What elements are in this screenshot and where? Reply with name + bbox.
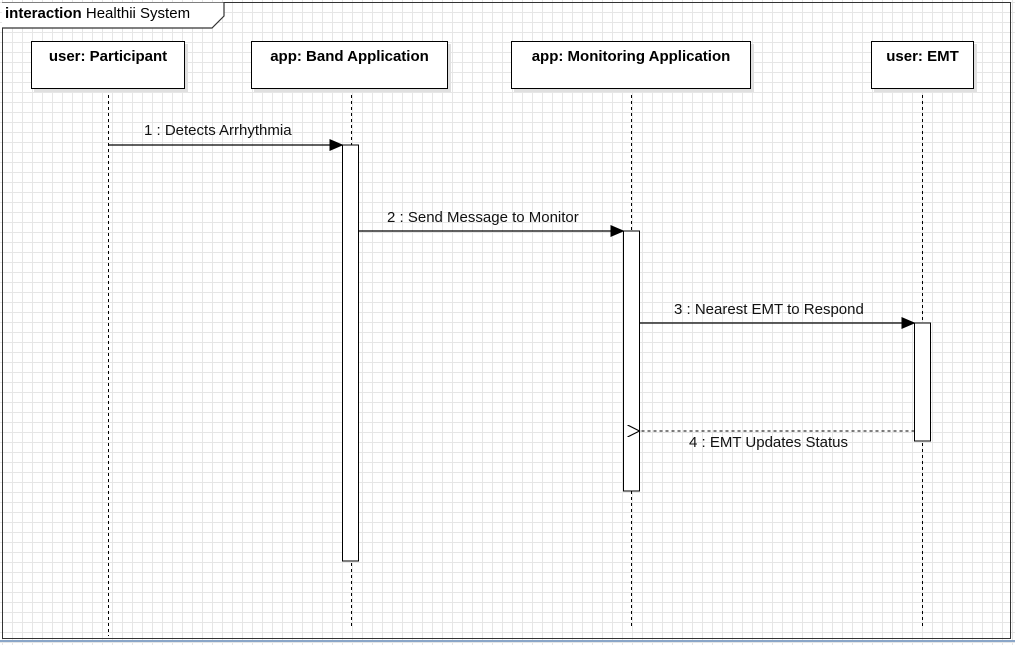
participant-label: user: EMT: [886, 48, 959, 65]
participant-box-monitoring-application[interactable]: app: Monitoring Application: [511, 41, 751, 89]
canvas-bottom-edge: [0, 640, 1015, 642]
message-1-label[interactable]: 1 : Detects Arrhythmia: [144, 122, 292, 139]
message-2-label[interactable]: 2 : Send Message to Monitor: [387, 209, 579, 226]
participant-box-emt[interactable]: user: EMT: [871, 41, 974, 89]
participant-box-participant[interactable]: user: Participant: [31, 41, 185, 89]
frame-keyword: interaction: [5, 5, 82, 22]
activation-band-application: [342, 144, 359, 562]
frame-name-tab: [2, 2, 225, 29]
message-4-label[interactable]: 4 : EMT Updates Status: [689, 434, 848, 451]
participant-label: user: Participant: [48, 48, 168, 65]
frame-title: interaction Healthii System: [5, 5, 190, 22]
message-3-label[interactable]: 3 : Nearest EMT to Respond: [674, 301, 864, 318]
participant-label: app: Band Application: [270, 48, 429, 65]
activation-monitoring-application: [623, 230, 640, 492]
frame-name: Healthii System: [85, 5, 191, 22]
participant-box-band-application[interactable]: app: Band Application: [251, 41, 448, 89]
activation-emt: [914, 322, 931, 442]
participant-label: app: Monitoring Application: [531, 48, 731, 65]
